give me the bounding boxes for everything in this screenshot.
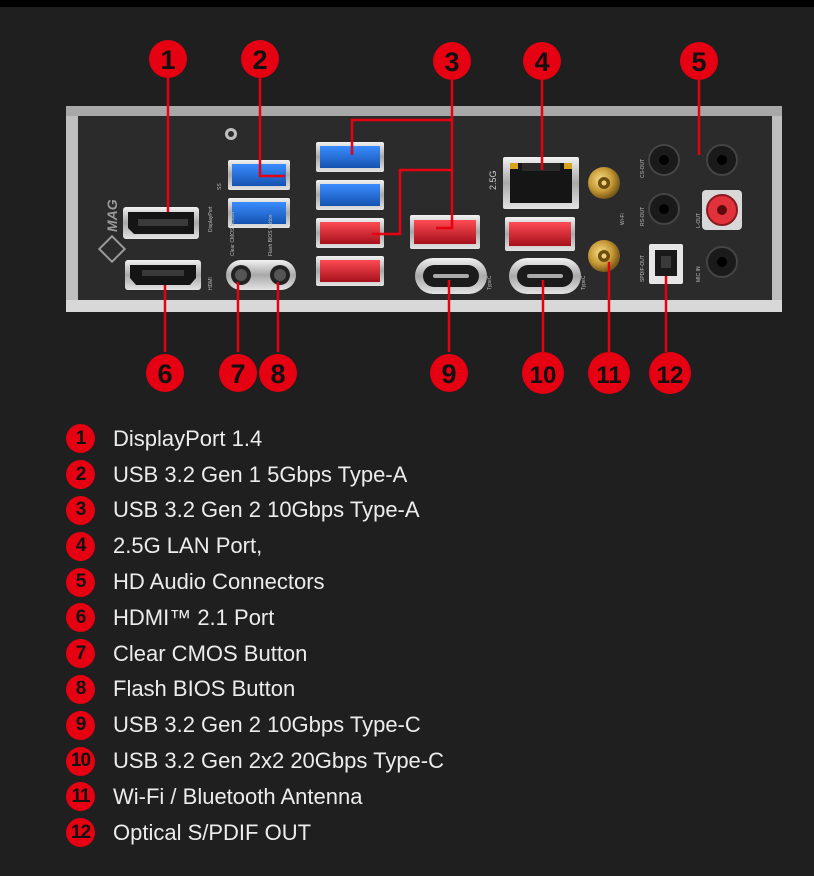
legend-item: 8 Flash BIOS Button bbox=[66, 672, 444, 708]
leader-3-mid bbox=[372, 120, 454, 236]
svg-text:8: 8 bbox=[270, 359, 285, 389]
callout-4: 4 bbox=[523, 42, 561, 80]
legend-label: Wi-Fi / Bluetooth Antenna bbox=[113, 783, 363, 809]
svg-text:10: 10 bbox=[530, 362, 557, 389]
legend-item: 5 HD Audio Connectors bbox=[66, 564, 444, 600]
wifi-antenna-connectors: Wi-Fi bbox=[588, 167, 626, 272]
audio-jacks: CS-OUT RS-OUT SPDIF-OUT MIC IN L-OUT bbox=[640, 144, 742, 282]
svg-text:MAG: MAG bbox=[104, 199, 120, 232]
svg-text:7: 7 bbox=[230, 359, 245, 389]
legend-item: 10 USB 3.2 Gen 2x2 20Gbps Type-C bbox=[66, 743, 444, 779]
legend-badge: 10 bbox=[66, 746, 95, 776]
callout-9: 9 bbox=[430, 354, 468, 392]
legend-label: Flash BIOS Button bbox=[113, 676, 296, 702]
shield-top-lip bbox=[66, 106, 782, 116]
callouts: 1 2 3 4 5 6 7 8 9 10 11 12 bbox=[146, 40, 718, 394]
svg-text:TypeC: TypeC bbox=[487, 275, 493, 290]
svg-text:6: 6 bbox=[157, 359, 172, 389]
svg-text:5: 5 bbox=[691, 47, 706, 77]
legend-item: 12 Optical S/PDIF OUT bbox=[66, 815, 444, 851]
legend-item: 6 HDMI™ 2.1 Port bbox=[66, 600, 444, 636]
legend-item: 9 USB 3.2 Gen 2 10Gbps Type-C bbox=[66, 707, 444, 743]
legend-badge: 3 bbox=[66, 495, 95, 525]
svg-text:DisplayPort: DisplayPort bbox=[208, 206, 214, 232]
svg-text:2: 2 bbox=[252, 45, 267, 75]
svg-text:SPDIF-OUT: SPDIF-OUT bbox=[640, 255, 646, 282]
usb-mixed-stack bbox=[316, 142, 384, 286]
svg-text:HDMI: HDMI bbox=[208, 277, 214, 290]
svg-text:4: 4 bbox=[534, 47, 549, 77]
legend-badge: 9 bbox=[66, 710, 95, 740]
legend-label: Clear CMOS Button bbox=[113, 640, 308, 666]
svg-text:MIC IN: MIC IN bbox=[696, 266, 702, 282]
callout-leader-lines bbox=[163, 78, 701, 352]
leader-3-top bbox=[350, 80, 454, 155]
legend-label: USB 3.2 Gen 2 10Gbps Type-A bbox=[113, 497, 420, 523]
legend-label: USB 3.2 Gen 2 10Gbps Type-C bbox=[113, 712, 421, 738]
top-bar bbox=[0, 0, 814, 7]
callout-1: 1 bbox=[149, 40, 187, 78]
legend-badge: 12 bbox=[66, 818, 95, 848]
leader-3-port bbox=[436, 170, 454, 230]
callout-5: 5 bbox=[680, 42, 718, 80]
legend-label: HD Audio Connectors bbox=[113, 569, 325, 595]
callout-2: 2 bbox=[241, 40, 279, 78]
svg-text:TypeC: TypeC bbox=[581, 275, 587, 290]
svg-text:12: 12 bbox=[657, 362, 684, 389]
legend-badge: 4 bbox=[66, 531, 95, 561]
io-panel-diagram: MAG DisplayPort HDMI SS Clear CMOS Butto… bbox=[66, 40, 782, 394]
svg-text:2.5G: 2.5G bbox=[488, 170, 498, 190]
usb-gen1-stack: SS bbox=[217, 160, 290, 228]
svg-text:CS-OUT: CS-OUT bbox=[640, 159, 646, 178]
callout-8: 8 bbox=[259, 354, 297, 392]
callout-10: 10 bbox=[522, 352, 564, 394]
displayport-connector: DisplayPort bbox=[123, 206, 214, 239]
legend-badge: 2 bbox=[66, 460, 95, 490]
callout-12: 12 bbox=[649, 352, 691, 394]
legend-item: 1 DisplayPort 1.4 bbox=[66, 421, 444, 457]
svg-text:3: 3 bbox=[444, 47, 459, 77]
callout-3: 3 bbox=[433, 42, 471, 80]
svg-text:RS-OUT: RS-OUT bbox=[640, 207, 646, 226]
legend-badge: 5 bbox=[66, 567, 95, 597]
svg-text:1: 1 bbox=[160, 45, 175, 75]
svg-text:11: 11 bbox=[596, 362, 621, 389]
legend-item: 4 2.5G LAN Port, bbox=[66, 528, 444, 564]
usb-typec-group-9: TypeC bbox=[410, 215, 493, 294]
legend-list: 1 DisplayPort 1.4 2 USB 3.2 Gen 1 5Gbps Ty… bbox=[66, 421, 444, 851]
lan-usb-typec-group: 2.5G TypeC bbox=[488, 157, 587, 294]
legend-badge: 8 bbox=[66, 674, 95, 704]
legend-badge: 7 bbox=[66, 639, 95, 669]
legend-badge: 6 bbox=[66, 603, 95, 633]
svg-text:9: 9 bbox=[441, 359, 456, 389]
legend-label: USB 3.2 Gen 2x2 20Gbps Type-C bbox=[113, 748, 444, 774]
legend-badge: 11 bbox=[66, 782, 95, 812]
leader-2 bbox=[258, 78, 285, 178]
callout-11: 11 bbox=[588, 352, 630, 394]
legend-label: USB 3.2 Gen 1 5Gbps Type-A bbox=[113, 461, 408, 487]
legend-label: HDMI™ 2.1 Port bbox=[113, 604, 275, 630]
svg-text:L-OUT: L-OUT bbox=[696, 213, 702, 228]
svg-text:SS: SS bbox=[217, 183, 223, 190]
mag-logo: MAG bbox=[97, 199, 127, 264]
legend-item: 7 Clear CMOS Button bbox=[66, 636, 444, 672]
hdmi-connector: HDMI bbox=[125, 260, 214, 290]
optical-spdif-connector bbox=[649, 244, 683, 284]
legend-item: 2 USB 3.2 Gen 1 5Gbps Type-A bbox=[66, 457, 444, 493]
callout-7: 7 bbox=[219, 354, 257, 392]
legend-label: DisplayPort 1.4 bbox=[113, 425, 263, 451]
callout-6: 6 bbox=[146, 354, 184, 392]
legend-item: 11 Wi-Fi / Bluetooth Antenna bbox=[66, 779, 444, 815]
svg-text:Clear CMOS Button: Clear CMOS Button bbox=[230, 212, 236, 256]
legend-item: 3 USB 3.2 Gen 2 10Gbps Type-A bbox=[66, 493, 444, 529]
svg-text:Wi-Fi: Wi-Fi bbox=[620, 213, 626, 225]
legend-label: 2.5G LAN Port, bbox=[113, 533, 263, 559]
svg-text:Flash BIOS Button: Flash BIOS Button bbox=[268, 214, 274, 256]
legend-label: Optical S/PDIF OUT bbox=[113, 819, 312, 845]
shield-bottom-lip bbox=[66, 300, 782, 312]
legend-badge: 1 bbox=[66, 424, 95, 454]
